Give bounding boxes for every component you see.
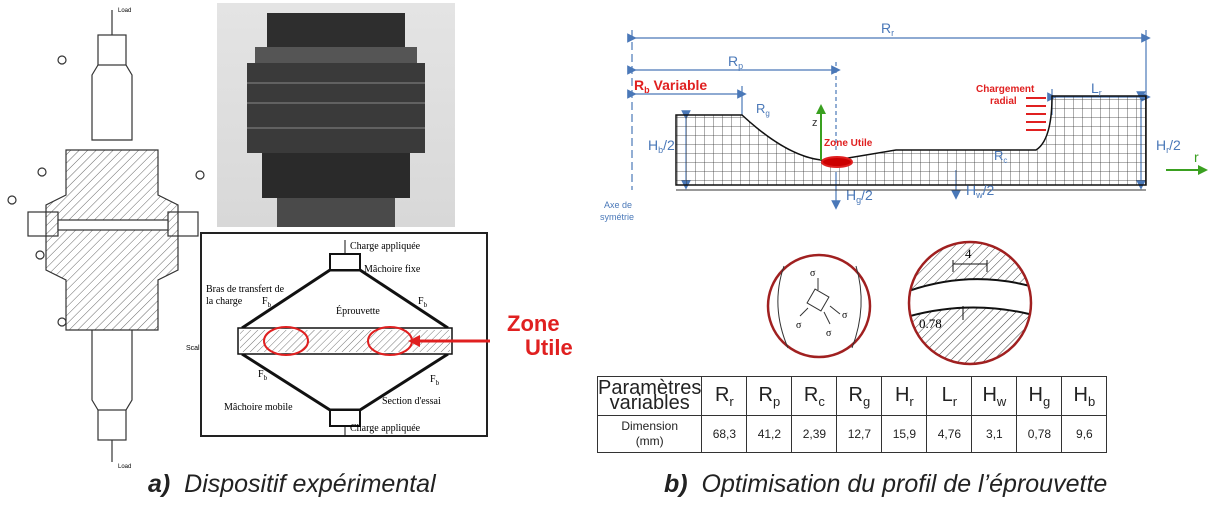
hw-dim-label: Hw/2 <box>966 182 995 200</box>
zone-utile-arrow <box>408 335 490 347</box>
chargement-label-2: radial <box>990 96 1017 107</box>
charge-bottom-label: Charge appliquée <box>350 423 421 434</box>
rr-dim-label: Rr <box>881 20 894 38</box>
param-cell: Rg <box>836 376 883 416</box>
machoire-fixe-label: Mâchoire fixe <box>364 264 421 275</box>
value-cell: 2,39 <box>791 415 838 453</box>
param-cell: Hw <box>971 376 1018 416</box>
fe-zone-utile-label: Zone Utile <box>824 138 873 149</box>
hr-dim-label: Hr/2 <box>1156 137 1181 155</box>
dim-4-label: 4 <box>965 246 972 261</box>
param-cell: Hg <box>1016 376 1063 416</box>
axe-label-2: symétrie <box>600 212 634 222</box>
axe-label-1: Axe de <box>604 200 632 210</box>
value-cell: 0,78 <box>1016 415 1063 453</box>
param-cell: Rp <box>746 376 793 416</box>
rb-variable-label: Rb Variable <box>634 77 707 95</box>
caption-b: b) Optimisation du profil de l’éprouvett… <box>664 470 1108 498</box>
fixture-drawing: Load Load Scale: <box>7 8 206 470</box>
value-cell: 4,76 <box>926 415 973 453</box>
rp-dim-label: Rp <box>728 53 743 71</box>
dim-078-label: 0.78 <box>919 316 942 331</box>
value-cell: 9,6 <box>1061 415 1108 453</box>
bras-label-1: Bras de transfert de <box>206 284 285 295</box>
scale-label: Scale: <box>186 345 206 352</box>
fb-label: Fb <box>262 296 272 309</box>
z-axis-label: z <box>812 117 818 129</box>
hb-dim-label: Hb/2 <box>648 137 675 155</box>
table-header-cell: Dimension(mm) <box>596 415 703 453</box>
svg-text:σ: σ <box>842 310 848 321</box>
r-axis-label: r <box>1194 149 1199 165</box>
charge-top-label: Charge appliquée <box>350 241 421 252</box>
svg-text:σ: σ <box>810 268 816 279</box>
value-cell: 41,2 <box>746 415 793 453</box>
chargement-label-1: Chargement <box>976 84 1035 95</box>
value-cell: 3,1 <box>971 415 1018 453</box>
param-cell: Hb <box>1061 376 1108 416</box>
value-cell: 68,3 <box>701 415 748 453</box>
fb-label: Fb <box>430 374 440 387</box>
fe-model-diagram: Rr Rp Rb Variable Rg Rc Lr Hb/2 Hr/2 Hg/… <box>600 20 1208 222</box>
rg-label: Rg <box>756 101 770 118</box>
load-bottom-label: Load <box>118 464 131 470</box>
bras-label-2: la charge <box>206 296 243 307</box>
rc-label: Rc <box>994 148 1007 165</box>
machoire-mobile-label: Mâchoire mobile <box>224 402 293 413</box>
param-cell: Rr <box>701 376 748 416</box>
fb-label: Fb <box>418 296 428 309</box>
section-essai-label: Section d'essai <box>382 396 441 407</box>
hg-dim-label: Hg/2 <box>846 187 873 205</box>
load-top-label: Load <box>118 8 131 14</box>
neck-detail-circle: 4 0.78 <box>907 240 1033 366</box>
fixture-photo <box>217 3 455 227</box>
svg-text:σ: σ <box>796 320 802 331</box>
svg-text:σ: σ <box>826 328 832 339</box>
param-cell: Lr <box>926 376 973 416</box>
zone-utile-label: Zone Utile <box>507 311 573 360</box>
table-row: Dimension(mm) 68,3 41,2 2,39 12,7 15,9 4… <box>596 415 1108 453</box>
fb-label: Fb <box>258 369 268 382</box>
stress-detail-circle: σ σ σ σ <box>766 253 872 359</box>
eprouvette-label: Éprouvette <box>336 305 380 317</box>
lr-dim-label: Lr <box>1091 80 1102 98</box>
caption-a: a) Dispositif expérimental <box>148 470 436 498</box>
value-cell: 12,7 <box>836 415 883 453</box>
value-cell: 15,9 <box>881 415 928 453</box>
param-cell: Rc <box>791 376 838 416</box>
param-cell: Hr <box>881 376 928 416</box>
